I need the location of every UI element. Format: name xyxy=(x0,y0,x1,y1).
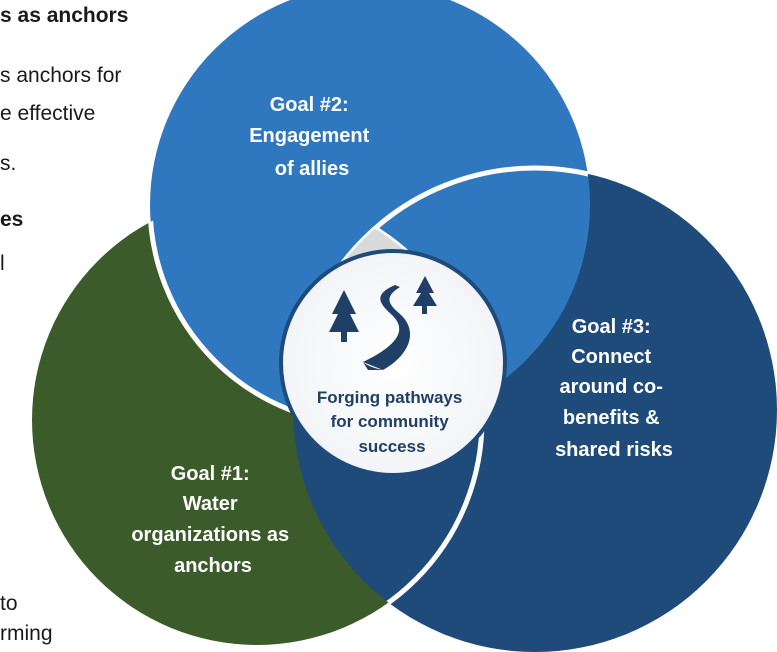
background-text-line: e effective xyxy=(0,102,96,125)
goal2-label: Goal #2: Engagement of allies xyxy=(249,94,375,180)
goal1-label: Goal #1: Water organizations as anchors xyxy=(131,463,294,577)
background-text-line: l xyxy=(0,252,5,275)
center-label: Forging pathways for community success xyxy=(317,388,467,456)
background-text-line: to xyxy=(0,592,18,615)
background-text-line: rming xyxy=(0,622,53,645)
road-trees-icon xyxy=(329,276,437,370)
background-text-line: s anchors for xyxy=(0,64,122,87)
background-heading: s as anchors xyxy=(0,4,129,27)
goal3-label: Goal #3: Connect around co- benefits & s… xyxy=(555,316,673,461)
background-text-line: s. xyxy=(0,152,17,175)
background-heading: es xyxy=(0,208,24,231)
